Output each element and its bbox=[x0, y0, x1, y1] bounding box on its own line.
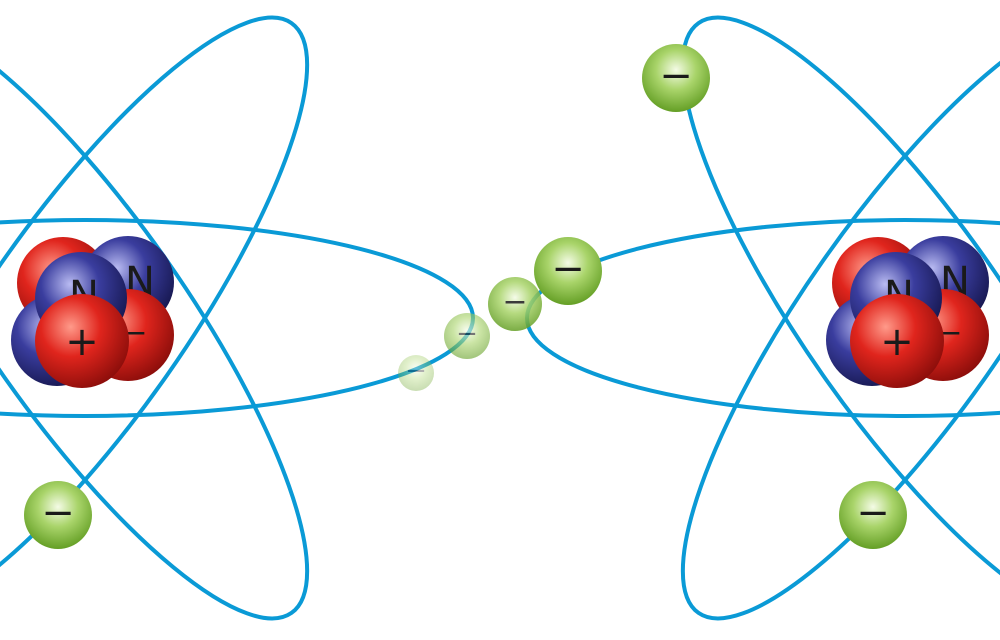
electron-symbol: − bbox=[456, 319, 478, 349]
electron-transfer-trail: − − − bbox=[398, 277, 542, 391]
right-electron-captured: − bbox=[534, 237, 602, 305]
electron-symbol: − bbox=[551, 246, 585, 292]
proton-symbol: + bbox=[65, 319, 99, 365]
right-proton-front: + bbox=[850, 294, 944, 388]
electron-symbol: − bbox=[659, 53, 693, 99]
left-orbit-rising bbox=[0, 15, 310, 621]
right-electron-bottom: − bbox=[839, 481, 907, 549]
electron-symbol: − bbox=[41, 490, 75, 536]
right-electron-top: − bbox=[642, 44, 710, 112]
trail-electron-near: − bbox=[488, 277, 542, 331]
right-orbit-falling bbox=[680, 15, 1000, 621]
left-electron-1: − bbox=[24, 481, 92, 549]
left-atom: N − N + − bbox=[0, 15, 475, 621]
right-nucleus: N − N + bbox=[826, 236, 989, 388]
right-orbit-rising bbox=[680, 15, 1000, 621]
electron-symbol: − bbox=[405, 356, 427, 386]
trail-electron-faint: − bbox=[398, 355, 434, 391]
electron-symbol: − bbox=[856, 490, 890, 536]
trail-electron-mid: − bbox=[444, 313, 490, 359]
left-proton-front: + bbox=[35, 294, 129, 388]
proton-symbol: + bbox=[880, 319, 914, 365]
right-atom: N − N + − − bbox=[525, 15, 1000, 621]
electron-symbol: − bbox=[502, 285, 527, 320]
left-nucleus: N − N + bbox=[11, 236, 174, 388]
